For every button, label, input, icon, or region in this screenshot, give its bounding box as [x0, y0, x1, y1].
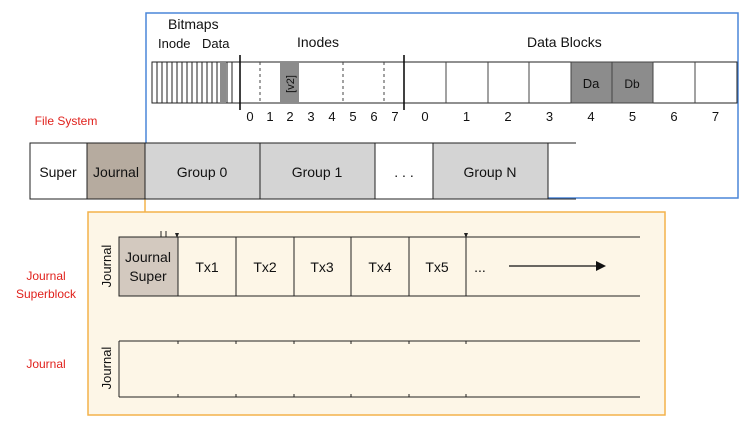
- tx5-label: Tx5: [425, 259, 449, 275]
- data-block-da: [570, 61, 613, 104]
- fs-ellipsis-label: . . .: [394, 164, 413, 180]
- data-block-index-row: 0 1 2 3 4 5 6 7: [421, 109, 719, 124]
- data-bitmap-label: Data: [202, 36, 230, 51]
- data-block-index: 6: [670, 109, 677, 124]
- data-block-index: 3: [546, 109, 553, 124]
- inode-index: 2: [286, 109, 293, 124]
- inodes-title: Inodes: [297, 34, 339, 50]
- inode-cell-v2-label: [v2]: [285, 75, 297, 93]
- journal-super-block: [118, 236, 179, 297]
- inode-index: 4: [328, 109, 335, 124]
- jsb-head-marker: [175, 233, 179, 238]
- journal-super-label-2: Super: [129, 268, 167, 284]
- growth-arrow-head: [596, 261, 606, 271]
- fs-group-0-label: Group 0: [177, 164, 228, 180]
- journal-row: [118, 340, 640, 398]
- fs-group-1-block: [259, 142, 376, 200]
- file-system-row: Super Journal Group 0 Group 1 . . . Grou…: [29, 142, 576, 200]
- data-block-index: 1: [463, 109, 470, 124]
- data-block-table: Da Db: [445, 61, 696, 104]
- data-bitmap-set-bit: [220, 62, 226, 103]
- tx3-label: Tx3: [310, 259, 334, 275]
- file-system-label: File System: [35, 114, 98, 128]
- data-block-index: 4: [587, 109, 594, 124]
- fs-journal-block: [86, 142, 146, 200]
- inode-bitmap-label: Inode: [158, 36, 191, 51]
- fs-group-0-block: [144, 142, 261, 200]
- data-blocks-title: Data Blocks: [527, 34, 602, 50]
- journal-vertical-label-2: Journal: [99, 347, 114, 390]
- block-strip: [v2] Da Db: [151, 55, 738, 110]
- tx4-label: Tx4: [368, 259, 392, 275]
- journal-detail-panel: [87, 211, 666, 416]
- fs-group-n-label: Group N: [464, 164, 517, 180]
- tx1-label: Tx1: [195, 259, 219, 275]
- data-block-db-label: Db: [624, 77, 640, 91]
- inode-index: 3: [307, 109, 314, 124]
- bitmap-bits: [156, 62, 233, 103]
- journal-side-label: Journal: [26, 357, 65, 371]
- fs-ellipsis-block: [374, 142, 434, 200]
- inode-index: 1: [266, 109, 273, 124]
- data-block-index: 7: [712, 109, 719, 124]
- fs-journal-label: Journal: [93, 164, 139, 180]
- inode-index: 5: [349, 109, 356, 124]
- journal-superblock-side-label-2: Superblock: [16, 287, 77, 301]
- data-block-da-label: Da: [583, 76, 600, 91]
- data-block-index: 5: [629, 109, 636, 124]
- data-block-index: 2: [504, 109, 511, 124]
- fs-super-label: Super: [39, 164, 77, 180]
- journal-superblock-row: Journal Super Tx1 Tx2 Tx3 Tx4 Tx5 ...: [118, 231, 640, 297]
- inode-table: [v2]: [259, 62, 385, 103]
- fs-super-block: [29, 142, 88, 200]
- jsb-tail-marker: [464, 233, 468, 238]
- journal-vertical-label-1: Journal: [99, 245, 114, 288]
- inode-index: 7: [391, 109, 398, 124]
- journal-row-ticks: [177, 341, 467, 397]
- inode-cell-v2: [280, 62, 299, 103]
- tx-more-label: ...: [474, 259, 486, 275]
- bitmaps-title: Bitmaps: [168, 16, 219, 32]
- inode-index: 0: [246, 109, 253, 124]
- fs-group-1-label: Group 1: [292, 164, 343, 180]
- journal-superblock-side-label-1: Journal: [26, 269, 65, 283]
- fs-group-n-block: [432, 142, 549, 200]
- inode-index: 6: [370, 109, 377, 124]
- data-block-index: 0: [421, 109, 428, 124]
- tx2-label: Tx2: [253, 259, 277, 275]
- data-block-db: [611, 61, 654, 104]
- journal-super-label-1: Journal: [125, 249, 171, 265]
